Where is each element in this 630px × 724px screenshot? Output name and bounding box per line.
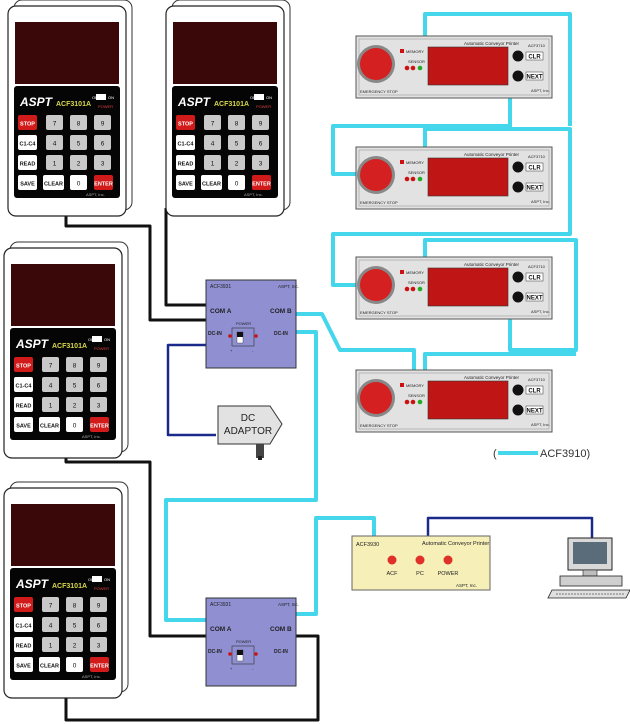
led-power xyxy=(443,555,453,565)
cable-adaptor-to-hub1 xyxy=(166,343,216,437)
cable-printer3-right xyxy=(423,238,578,352)
cable-hub1-to-hub2 xyxy=(164,330,318,622)
keypad-terminal-1[interactable] xyxy=(7,0,133,217)
dc-adaptor-line1: DC xyxy=(241,413,255,424)
hub-box-2[interactable] xyxy=(205,597,300,687)
cable-printer1-up xyxy=(423,12,572,126)
led-acf xyxy=(387,555,397,565)
cable-printer4-up xyxy=(423,352,576,372)
hub-box-1[interactable] xyxy=(205,279,300,369)
cable-hub2-comb-to-controller xyxy=(294,516,376,616)
led-pc-label: PC xyxy=(416,571,424,577)
controller-maker: ASPT, Inc. xyxy=(456,583,477,588)
legend: ( ACF3910) xyxy=(493,448,590,460)
dc-adaptor-plug xyxy=(256,444,264,458)
cable-keypad2-to-hub1 xyxy=(164,208,206,307)
conveyor-printer-3[interactable] xyxy=(355,256,553,320)
keypad-terminal-4[interactable] xyxy=(3,481,129,699)
controller-model: ACF3930 xyxy=(356,542,379,548)
desktop-computer-icon xyxy=(547,537,630,599)
dc-adaptor-body xyxy=(217,405,283,445)
legend-open-paren: ( xyxy=(493,448,497,460)
controller-title: Automatic Conveyor Printer xyxy=(422,541,489,547)
keypad-terminal-3[interactable] xyxy=(3,241,129,459)
navy-cable-group xyxy=(166,343,594,538)
cable-hub1-comb-to-printer4 xyxy=(294,312,416,370)
cable-printer3-left xyxy=(331,242,356,287)
dc-adaptor: DC ADAPTOR xyxy=(217,405,283,460)
led-acf-label: ACF xyxy=(387,571,399,577)
conveyor-printer-1[interactable] xyxy=(355,35,553,99)
cable-printer2-to-printer3 xyxy=(331,127,572,242)
keypad-terminal-2[interactable] xyxy=(165,0,291,217)
cable-controller-to-computer xyxy=(426,516,594,538)
conveyor-printer-2[interactable] xyxy=(355,146,553,210)
dc-adaptor-line2: ADAPTOR xyxy=(224,426,272,437)
cyan-cable-group xyxy=(164,12,578,622)
controller-acf3930[interactable]: ACF3930 Automatic Conveyor Printer ACF P… xyxy=(351,535,491,591)
led-pc xyxy=(415,555,425,565)
legend-label: ACF3910) xyxy=(540,448,590,460)
led-power-label: POWER xyxy=(438,571,459,577)
cable-keypad1-to-hub1 xyxy=(64,208,206,322)
cable-printer1-to-printer2 xyxy=(331,70,512,176)
conveyor-printer-4[interactable] xyxy=(355,369,553,433)
cable-keypad4-to-hub2 xyxy=(64,634,320,722)
